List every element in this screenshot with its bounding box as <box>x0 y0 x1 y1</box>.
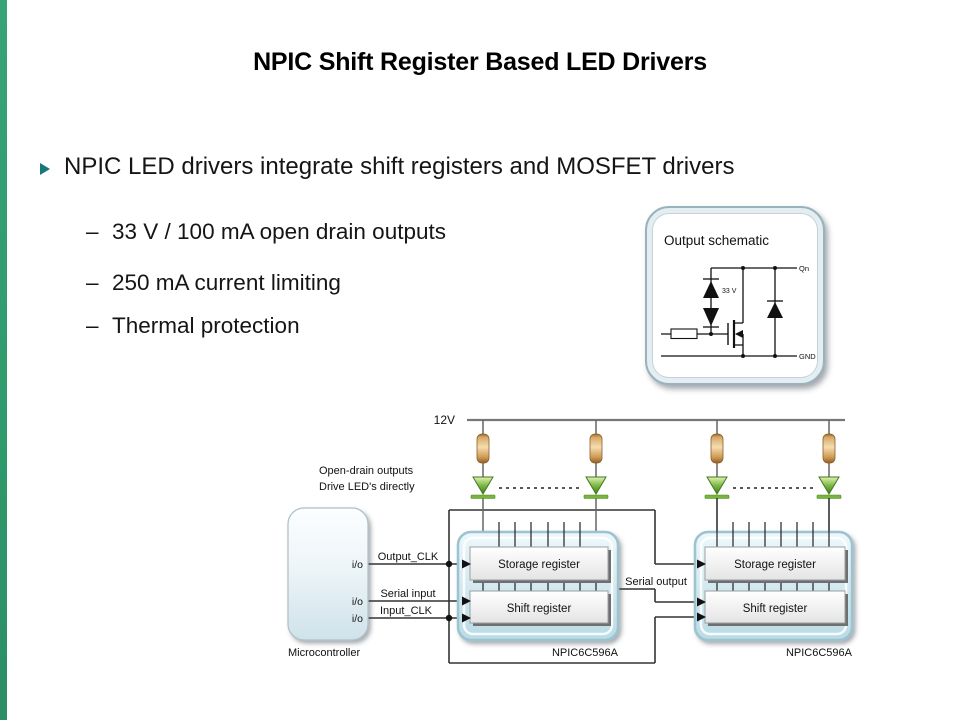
shift-register-label: Shift register <box>507 603 572 615</box>
led-driver-diagram: Storage register Shift register Storage … <box>287 413 854 664</box>
junction-dot <box>445 614 453 622</box>
qn-label: Qn <box>799 264 809 273</box>
resistor <box>589 433 603 464</box>
arrowhead <box>462 613 471 623</box>
output-clk-label: Output_CLK <box>378 551 439 563</box>
mosfet-source-wire <box>734 344 744 356</box>
shift-register-label: Shift register <box>743 603 808 615</box>
arrowhead <box>697 559 706 569</box>
chip2-label: NPIC6C596A <box>786 647 853 659</box>
resistor <box>710 433 724 464</box>
junction-dot <box>445 560 453 568</box>
led-column-wires <box>482 420 830 547</box>
arrowhead <box>697 597 706 607</box>
output-schematic-title: Output schematic <box>664 233 769 248</box>
zener1-diode-icon <box>703 281 719 298</box>
mosfet-arrow-icon <box>735 330 743 338</box>
sub-bullet-2-text: 250 mA current limiting <box>112 270 341 295</box>
sub-bullet-dash: – <box>86 313 99 338</box>
serial-output-wire <box>611 588 698 603</box>
gate-resistor <box>670 328 698 340</box>
resistor <box>822 433 836 464</box>
io-pin-label: i/o <box>352 596 363 608</box>
led-icon <box>704 476 730 499</box>
mcu-label: Microcontroller <box>288 647 360 659</box>
leds <box>470 476 842 499</box>
storage-register-label: Storage register <box>498 559 580 571</box>
arrowhead <box>462 596 471 606</box>
zener-voltage-label: 33 V <box>722 288 737 295</box>
mosfet-drain-wire <box>734 268 744 324</box>
sub-bullet-2: – 250 mA current limiting <box>86 270 341 296</box>
signal-wires <box>368 509 698 664</box>
chip2-shift-register-block: Shift register <box>704 590 848 626</box>
arrowhead <box>462 559 471 569</box>
output-schematic-drawing: Output schematic 33 V Qn GND <box>661 233 816 361</box>
sub-bullet-dash: – <box>86 219 99 244</box>
sub-bullet-3-text: Thermal protection <box>112 313 300 338</box>
io-pin-label: i/o <box>352 559 363 571</box>
serial-output-label: Serial output <box>625 576 687 588</box>
rail-12v-label: 12V <box>434 413 455 427</box>
slide-title: NPIC Shift Register Based LED Drivers <box>253 48 707 76</box>
input-clk-label: Input_CLK <box>380 605 433 617</box>
led-icon <box>583 476 609 499</box>
arrowhead <box>697 612 706 622</box>
left-accent-bar <box>0 0 7 720</box>
sub-bullet-3: – Thermal protection <box>86 313 300 339</box>
input-clk-branch-wire <box>449 616 698 664</box>
sub-bullet-1-text: 33 V / 100 mA open drain outputs <box>112 219 446 244</box>
led-icon <box>470 476 496 499</box>
open-drain-note-line1: Open-drain outputs <box>319 465 414 477</box>
main-bullet-text: NPIC LED drivers integrate shift registe… <box>64 153 735 180</box>
chip2-storage-register-block: Storage register <box>704 546 848 583</box>
gnd-label: GND <box>799 352 816 361</box>
output-pin-ticks <box>482 498 830 591</box>
sub-bullet-dash: – <box>86 270 99 295</box>
chip1-storage-register-block: Storage register <box>469 546 611 583</box>
wire-arrowheads <box>445 559 706 623</box>
sub-bullet-1: – 33 V / 100 mA open drain outputs <box>86 219 446 245</box>
output-schematic-panel: Output schematic 33 V Qn GND <box>645 206 825 385</box>
storage-register-label: Storage register <box>734 559 816 571</box>
clamp-diode-icon <box>767 302 783 318</box>
resistors <box>476 433 836 464</box>
main-bullet: NPIC LED drivers integrate shift registe… <box>40 153 734 181</box>
resistor <box>476 433 490 464</box>
chip1-label: NPIC6C596A <box>552 647 619 659</box>
serial-input-label: Serial input <box>380 588 435 600</box>
schematic-junction-dots <box>709 266 777 358</box>
io-pin-label: i/o <box>352 613 363 625</box>
mcu-box <box>287 507 369 641</box>
open-drain-note-line2: Drive LED's directly <box>319 481 415 493</box>
bullet-arrow-icon <box>40 162 50 175</box>
zener2-diode-icon <box>703 308 719 326</box>
led-icon <box>816 476 842 499</box>
chip1-shift-register-block: Shift register <box>469 590 611 626</box>
